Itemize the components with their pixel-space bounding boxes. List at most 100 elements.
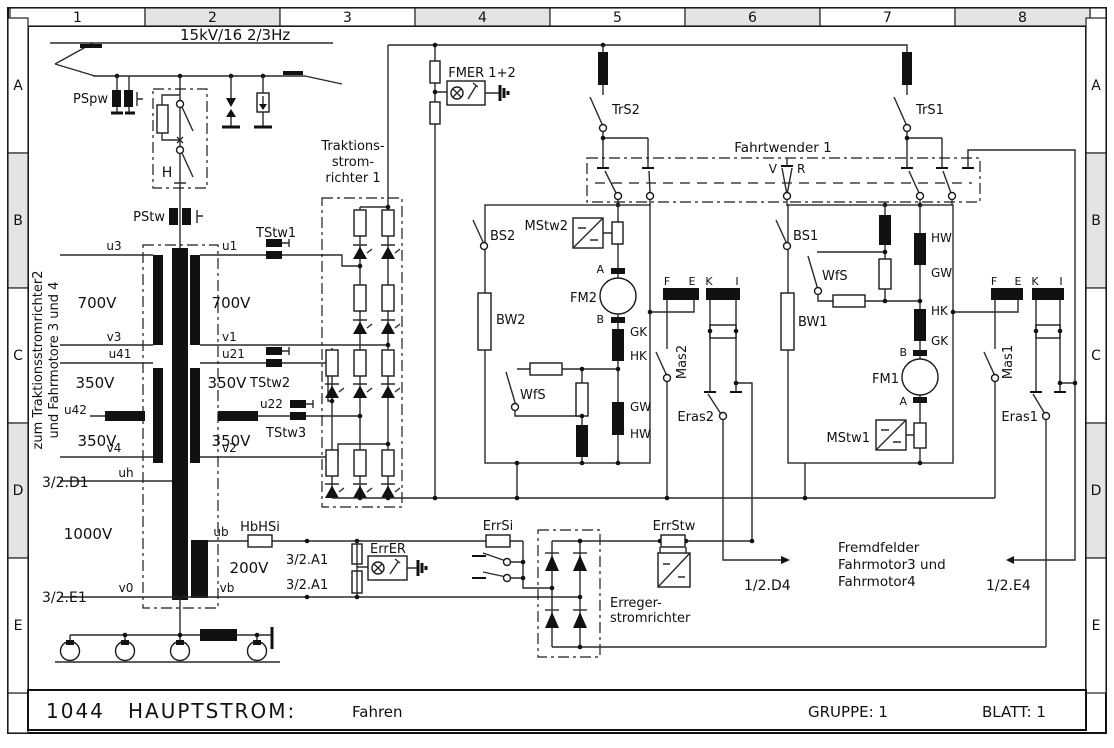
reverser-contact: [613, 191, 623, 201]
arrester-arrow-up-icon: [226, 109, 236, 117]
u41-label: u41: [109, 347, 132, 361]
traction-converter-1: [321, 45, 403, 508]
v2-label: v2: [222, 441, 237, 455]
mas2-contact: [662, 373, 672, 383]
zone-col-label-4: 4: [478, 10, 487, 26]
reverser-vr-contact: [782, 191, 792, 201]
zone-row-label-E-left: E: [14, 618, 23, 634]
fm1-commutating-winding: [914, 309, 926, 341]
thyristor-icon: [353, 321, 367, 334]
zone-col-label-8: 8: [1018, 10, 1027, 26]
thyristor-icon: [325, 485, 339, 498]
titleblock-code: 1044: [46, 699, 105, 723]
ref-12e4-label: 1/2.E4: [986, 578, 1031, 594]
term-k-left-label: K: [705, 275, 713, 288]
pspw-label: PSpw: [73, 92, 108, 107]
errer-label: ErrER: [370, 542, 406, 557]
wfs-fm1-label: WfS: [822, 269, 848, 284]
thyristor-icon: [381, 321, 395, 334]
uh-label: uh: [118, 466, 133, 480]
dc-return-bus: [332, 460, 995, 501]
fm1-hk-label: HK: [931, 304, 949, 318]
left-note-line1-label: zum Traktionsstromrichter2: [31, 270, 46, 449]
earth-icon: [416, 560, 428, 576]
zone-col-label-1: 1: [73, 10, 82, 26]
thyristor-icon: [325, 385, 339, 398]
zone-col-8: [954, 7, 1091, 27]
mas1-contact: [990, 373, 1000, 383]
converter-label-1-label: Traktions-: [320, 139, 385, 154]
tstw3-label: TStw3: [265, 426, 306, 441]
fm1-field-winding: [914, 233, 926, 265]
titleblock-blatt: BLATT: 1: [982, 703, 1046, 721]
trs-disconnectors: [589, 45, 1078, 564]
eras2-contact: [718, 411, 728, 421]
bw1-label: BW1: [798, 315, 828, 330]
errsi-label: ErrSi: [483, 519, 514, 534]
dir-r-label: R: [797, 162, 805, 176]
volt-200-label: 200V: [230, 559, 270, 577]
fmer-label: FMER 1+2: [448, 66, 516, 81]
ref-32d1-label: 3/2.D1: [42, 475, 89, 491]
diode-icons: [545, 552, 587, 628]
earth-icon: [498, 85, 510, 101]
excitation-terminals-left: [647, 288, 790, 564]
fm2-commutating-winding: [612, 329, 624, 361]
erreger-line1-label: Erreger-: [610, 596, 662, 611]
fm1-gk-label: GK: [931, 334, 949, 348]
diode-icon: [545, 612, 559, 628]
zone-row-label-C-left: C: [13, 348, 23, 364]
v4-label: v4: [107, 441, 122, 455]
ref-12d4-label: 1/2.D4: [744, 578, 791, 594]
fm1-hw-label: HW: [931, 231, 952, 245]
zone-row-E-right: [1085, 557, 1107, 694]
main-switch-enclosure: [152, 88, 208, 189]
fm2-field-winding: [612, 402, 624, 435]
wfs-fm2-label: WfS: [520, 388, 546, 403]
reverser-contact: [947, 191, 957, 201]
fm2-hw-label: HW: [630, 427, 651, 441]
fm2-gk-label: GK: [630, 325, 648, 339]
zone-row-label-A-left: A: [13, 78, 23, 94]
thyristor-icon: [381, 385, 395, 398]
eras1-label: Eras1: [1001, 410, 1038, 425]
errsi-contact: [502, 557, 512, 567]
zone-row-label-D-right: D: [1091, 483, 1102, 499]
fm1-a-label: A: [899, 395, 907, 408]
zone-row-label-D-left: D: [13, 483, 24, 499]
zone-col-label-7: 7: [883, 10, 892, 26]
term-f-left-label: F: [664, 275, 670, 288]
ub-label: ub: [213, 525, 228, 539]
trs1-contact: [902, 123, 912, 133]
catenary: [50, 42, 343, 85]
mas2-label: Mas2: [675, 345, 690, 379]
u42-label: u42: [64, 403, 87, 417]
term-i-left-label: I: [735, 275, 738, 288]
arrester-arrow-down-icon: [226, 98, 236, 107]
tstw1-label: TStw1: [255, 226, 296, 241]
bs2-contact: [479, 241, 489, 251]
wheelset-earth: [55, 597, 280, 663]
wfs-fm1-contact: [813, 286, 823, 296]
pspw-ct-icon: [112, 90, 121, 107]
hbhsi-label: HbHSi: [240, 520, 280, 535]
fm1-motor-circuit: [775, 204, 954, 466]
fm2-b-label: B: [596, 313, 604, 326]
zone-row-label-A-right: A: [1091, 78, 1101, 94]
titleblock-name: HAUPTSTROM:: [128, 699, 296, 723]
volt-700-right-label: 700V: [212, 294, 252, 312]
fm1-motor-icon: [901, 358, 939, 396]
titleblock-gruppe: GRUPPE: 1: [808, 703, 888, 721]
tstw-current-transformers: [266, 239, 314, 420]
entry-section: [111, 76, 272, 248]
zone-col-label-3: 3: [343, 10, 352, 26]
converter-label-2-label: strom-: [332, 155, 375, 170]
term-f-right-label: F: [991, 275, 997, 288]
transformer-primary-winding: [172, 248, 188, 600]
fm1-gw-label: GW: [931, 266, 952, 280]
bs1-label: BS1: [793, 229, 818, 244]
eras2-label: Eras2: [677, 410, 714, 425]
wfs-fm2-contact: [510, 402, 520, 412]
